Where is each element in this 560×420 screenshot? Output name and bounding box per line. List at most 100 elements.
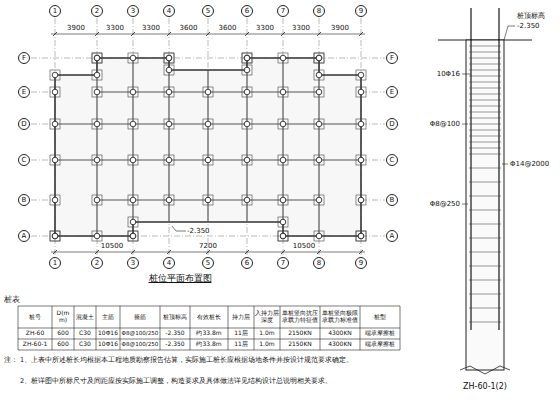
dimension-tick: [53, 250, 57, 254]
dimension-tick: [95, 32, 99, 36]
stirrup-line: [469, 252, 501, 253]
axis-bubble: 1: [49, 5, 61, 17]
table-cell: 4300KN: [321, 330, 359, 337]
pile-symbol: [166, 55, 172, 61]
table-rule: [120, 306, 121, 350]
axis-bubble: 7: [277, 5, 289, 17]
pile-cap: [92, 119, 102, 129]
pile-cap: [314, 195, 324, 205]
axis-label: A: [22, 233, 27, 240]
pile-cap: [203, 87, 213, 97]
pile-symbol: [316, 121, 322, 127]
pile-cap: [242, 87, 252, 97]
pile-symbol: [316, 55, 322, 61]
table-cell: Φ8@100/250: [121, 330, 159, 336]
pile-cap: [92, 155, 102, 165]
table-rule: [18, 306, 400, 307]
pile-cap: [203, 155, 213, 165]
stirrup-line: [469, 294, 501, 295]
axis-line: [208, 18, 209, 257]
axis-label: 8: [317, 8, 321, 15]
table-rule: [190, 306, 191, 350]
dimension-tick: [167, 250, 171, 254]
pile-symbol: [205, 121, 211, 127]
table-header: 单桩竖向极限承载力标准值: [321, 310, 359, 324]
elevation-mark: -2.350: [187, 227, 221, 235]
pile-symbol: [94, 121, 100, 127]
pile-cap: [242, 195, 252, 205]
table-rule: [74, 306, 75, 350]
pile-symbol: [358, 233, 364, 239]
axis-label: 5: [206, 8, 210, 15]
stirrup-line: [469, 58, 501, 59]
dimension-tick: [245, 32, 249, 36]
pile-cap: [314, 231, 324, 241]
table-header: 箍筋: [121, 314, 159, 321]
axis-label: E: [22, 89, 26, 96]
axis-bubble: E: [386, 86, 398, 98]
pile-cap: [92, 70, 102, 80]
axis-bubble: B: [18, 194, 30, 206]
table-rule: [18, 306, 19, 350]
axis-label: 2: [95, 260, 99, 267]
table-cell: Φ8@100/250: [121, 341, 159, 347]
axis-bubble: 9: [355, 257, 367, 269]
pile-symbol: [244, 55, 250, 61]
pile-cap: [356, 87, 366, 97]
dimension-text: 3300: [97, 24, 133, 32]
stirrup-line: [469, 168, 501, 169]
axis-label: 6: [245, 8, 249, 15]
axis-label: D: [21, 121, 26, 128]
axis-label: A: [390, 233, 395, 240]
pile-cap: [356, 119, 366, 129]
pile-shaft: [466, 40, 504, 370]
detail-title: ZH-60-1(2): [445, 382, 525, 391]
pile-symbol: [316, 55, 322, 61]
table-header: 入持力层深度: [255, 310, 279, 324]
stirrup-line: [469, 280, 501, 281]
dimension-text: 10500: [92, 242, 132, 250]
table-cell: 2150KN: [281, 341, 319, 348]
table-header: D(mm): [53, 310, 73, 324]
stirrup-line: [469, 112, 501, 113]
stirrup-line: [469, 238, 501, 239]
dimension-tick: [245, 250, 249, 254]
pile-symbol: [166, 55, 172, 61]
dimension-text: 3600: [210, 24, 246, 32]
dimension-tick: [131, 32, 135, 36]
stirrup-line: [469, 118, 501, 119]
axis-label: C: [22, 157, 27, 164]
pile-symbol: [244, 197, 250, 203]
table-cell: C30: [75, 341, 95, 348]
dimension-tick: [167, 32, 171, 36]
table-cell: 约33.8m: [191, 341, 227, 348]
axis-bubble: A: [386, 230, 398, 242]
pile-cap: [203, 119, 213, 129]
table-header: 主筋: [97, 314, 119, 321]
axis-label: F: [390, 55, 394, 62]
pile-symbol: [94, 89, 100, 95]
dimension-tick: [281, 32, 285, 36]
pile-symbol: [280, 157, 286, 163]
note-text: 2、桩详图中所标尺寸及间距应按实际施工调整，构造要求及具体做法详见结构设计总说明…: [20, 378, 410, 385]
stirrup-line: [469, 70, 501, 71]
pile-symbol: [316, 89, 322, 95]
pile-symbol: [244, 55, 250, 61]
pile-symbol: [205, 89, 211, 95]
pile-symbol: [280, 89, 286, 95]
leader-line: [172, 226, 186, 231]
axis-line: [31, 58, 385, 59]
pile-cap: [278, 195, 288, 205]
table-header: 有效桩长: [191, 314, 227, 321]
pile-cap: [164, 53, 174, 63]
pile-symbol: [280, 197, 286, 203]
table-header: 桩顶标高: [161, 314, 189, 321]
axis-bubble: 5: [202, 257, 214, 269]
pile-cap: [92, 53, 102, 63]
axis-label: 7: [281, 8, 285, 15]
table-cell: 4300KN: [321, 341, 359, 348]
pile-symbol: [52, 233, 58, 239]
stirrup-line: [469, 82, 501, 83]
pile-symbol: [94, 55, 100, 61]
rebar-callout: Φ8@250: [416, 200, 460, 208]
